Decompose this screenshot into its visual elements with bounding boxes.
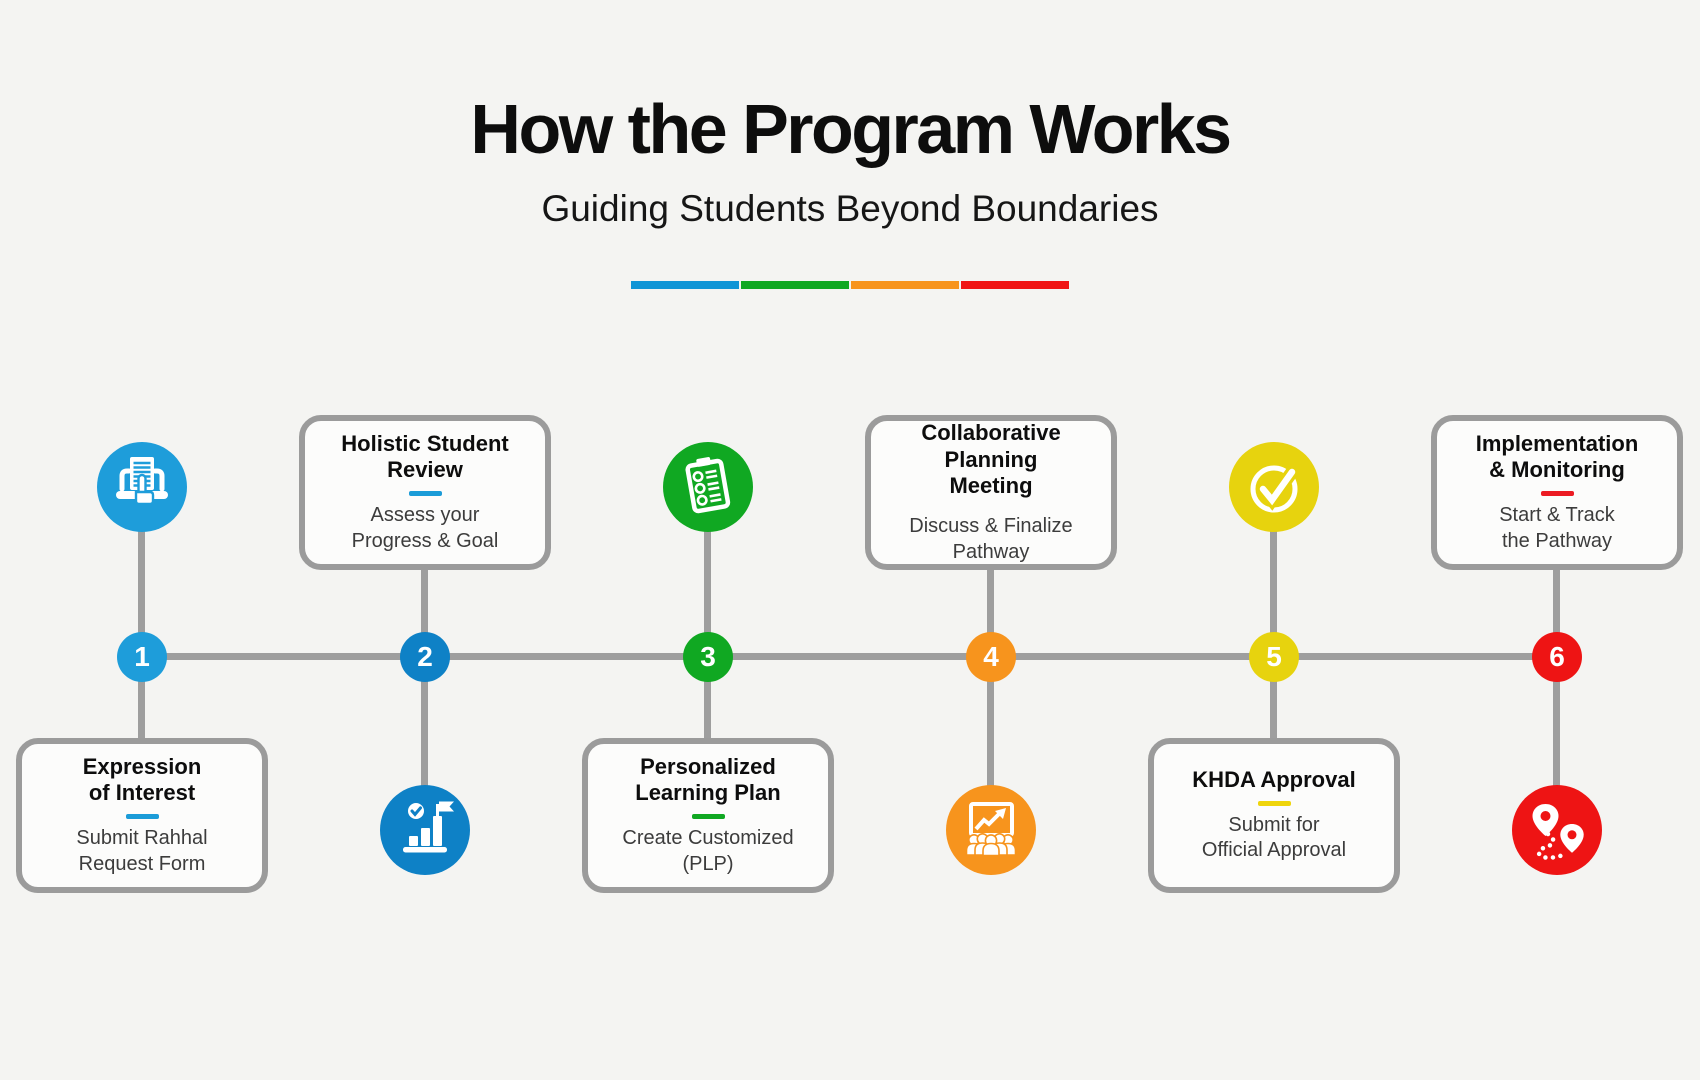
step-1-icon-circle (97, 442, 187, 532)
circle-check-icon (1250, 465, 1298, 513)
step-1-connector (138, 487, 145, 743)
divider-segment-green (741, 281, 849, 289)
step-3-number: 3 (683, 632, 733, 682)
step-4-card: Collaborative Planning Meeting Discuss &… (865, 415, 1117, 570)
step-1-card: Expression of Interest Submit Rahhal Req… (16, 738, 268, 893)
accent-underline (125, 814, 159, 820)
accent-underline (408, 491, 442, 497)
presentation-meeting-icon (965, 802, 1017, 857)
step-1-number: 1 (117, 632, 167, 682)
step-number-label: 4 (983, 641, 999, 672)
checklist-clipboard-icon (685, 457, 731, 514)
card-subtitle: Create Customized (PLP) (622, 827, 794, 875)
step-5-card: KHDA Approval Submit for Official Approv… (1148, 738, 1400, 893)
accent-underline (691, 814, 725, 820)
divider-segment-red (961, 281, 1069, 289)
step-6-connector (1553, 560, 1560, 832)
step-2-card: Holistic Student Review Assess your Prog… (299, 415, 551, 570)
card-subtitle: Start & Track the Pathway (1499, 504, 1615, 552)
card-subtitle: Assess your Progress & Goal (351, 504, 499, 552)
step-2-icon-circle (380, 785, 470, 875)
card-title: Implementation & Monitoring (1475, 430, 1639, 483)
step-3-icon-circle (663, 442, 753, 532)
card-subtitle: Discuss & Finalize Pathway (909, 515, 1073, 563)
step-4-icon-circle (946, 785, 1036, 875)
card-title: Expression of Interest (82, 753, 202, 806)
step-6-icon-circle (1512, 785, 1602, 875)
laptop-form-submit-icon (116, 457, 168, 506)
card-title: Collaborative Planning Meeting (921, 419, 1061, 499)
divider-segment-blue (631, 281, 739, 289)
step-5-number: 5 (1249, 632, 1299, 682)
card-title: KHDA Approval (1192, 766, 1356, 792)
timeline-line (142, 653, 1557, 660)
card-title: Holistic Student Review (341, 430, 509, 483)
step-2-number: 2 (400, 632, 450, 682)
step-4-connector (987, 560, 994, 832)
step-6-number: 6 (1532, 632, 1582, 682)
divider-segment-orange (851, 281, 959, 289)
card-subtitle: Submit for Official Approval (1201, 813, 1347, 862)
step-number-label: 6 (1549, 641, 1565, 672)
accent-underline (1540, 491, 1574, 497)
step-3-connector (704, 487, 711, 743)
step-number-label: 2 (417, 641, 433, 672)
step-2-connector (421, 560, 428, 832)
card-subtitle: Submit Rahhal Request Form (76, 827, 208, 875)
step-number-label: 1 (134, 641, 150, 672)
color-divider-bar (631, 281, 1069, 289)
step-5-connector (1270, 487, 1277, 743)
accent-underline (1257, 800, 1291, 806)
page-title: How the Program Works (470, 90, 1232, 168)
step-6-card: Implementation & Monitoring Start & Trac… (1431, 415, 1683, 570)
step-4-number: 4 (966, 632, 1016, 682)
route-map-pins-icon (1532, 804, 1584, 860)
card-title: Personalized Learning Plan (635, 753, 781, 806)
step-number-label: 3 (700, 641, 716, 672)
page-subtitle: Guiding Students Beyond Boundaries (541, 188, 1159, 229)
step-5-icon-circle (1229, 442, 1319, 532)
bar-chart-goal-icon (403, 801, 454, 853)
step-3-card: Personalized Learning Plan Create Custom… (582, 738, 834, 893)
step-number-label: 5 (1266, 641, 1282, 672)
